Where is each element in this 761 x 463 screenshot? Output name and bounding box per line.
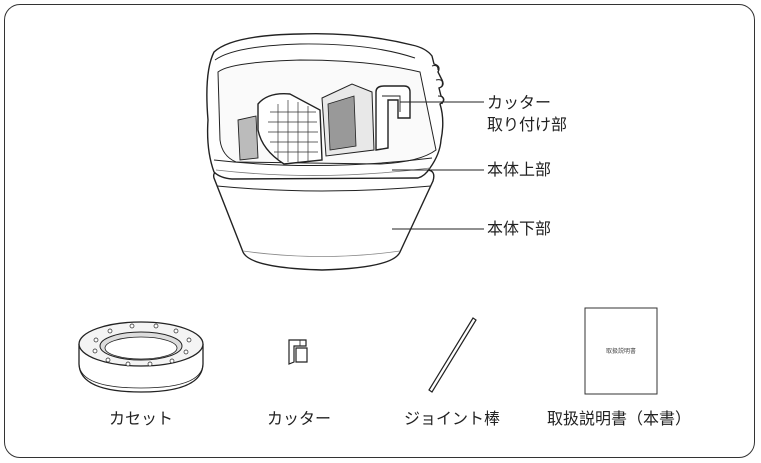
cassette-illustration — [78, 321, 204, 393]
body-upper-illustration — [206, 33, 445, 180]
caption-cutter: カッター — [266, 409, 332, 428]
manual-illustration — [584, 307, 658, 395]
joint-rod-illustration — [428, 317, 477, 393]
label-cutter-mount-line1: カッター — [487, 93, 552, 112]
caption-manual: 取扱説明書（本書） — [546, 409, 692, 428]
label-cutter-mount-line2: 取り付け部 — [487, 115, 568, 134]
manual-cover-title: 取扱説明書 — [605, 348, 637, 355]
caption-cassette: カセット — [108, 409, 174, 428]
body-lower-illustration — [212, 169, 435, 271]
caption-joint-rod: ジョイント棒 — [403, 409, 501, 428]
label-body-lower: 本体下部 — [487, 219, 552, 238]
figure-frame — [4, 4, 755, 458]
cutter-illustration — [288, 339, 308, 365]
label-body-upper: 本体上部 — [487, 160, 552, 179]
leader-lines — [392, 101, 484, 230]
